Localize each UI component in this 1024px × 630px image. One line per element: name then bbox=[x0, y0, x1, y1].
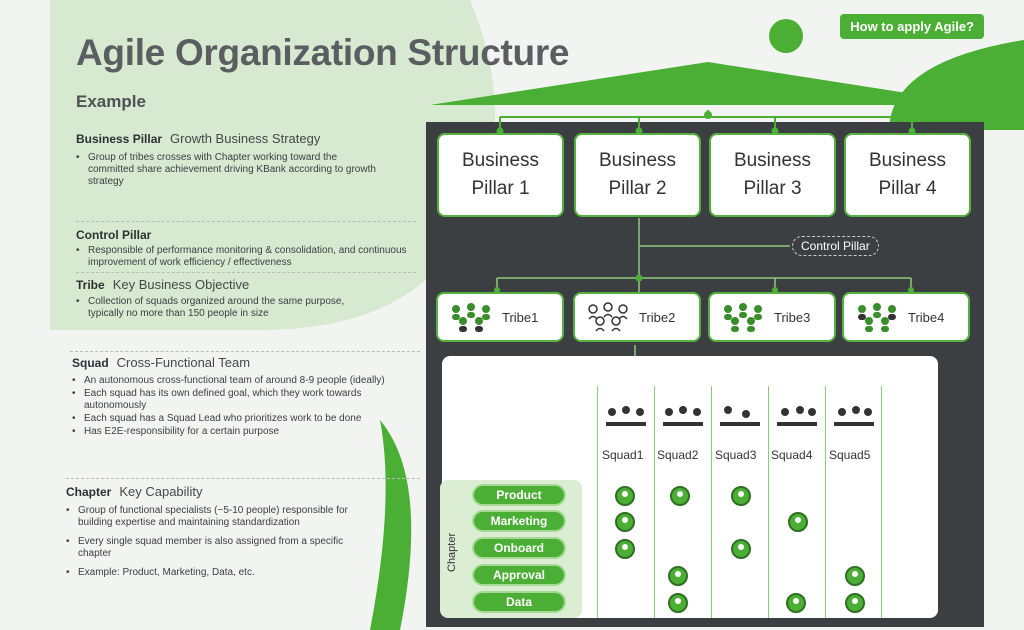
bullet: Each squad has its own defined goal, whi… bbox=[72, 388, 417, 412]
member-avatar-icon bbox=[731, 539, 751, 559]
section-chapter: Chapter Key Capability Group of functiona… bbox=[66, 484, 366, 580]
team-icon bbox=[588, 302, 628, 332]
bullet: Example: Product, Marketing, Data, etc. bbox=[66, 567, 356, 579]
section-title: Tribe bbox=[76, 278, 105, 292]
member-avatar-icon bbox=[668, 566, 688, 586]
pillar-label: Business bbox=[461, 150, 540, 171]
member-avatar-icon bbox=[668, 593, 688, 613]
tribe-2-card: Tribe2 bbox=[573, 292, 701, 342]
bullet: An autonomous cross-functional team of a… bbox=[72, 375, 417, 387]
squad-meeting-icons bbox=[606, 406, 874, 426]
member-avatar-icon bbox=[670, 486, 690, 506]
pillar-label: Business bbox=[598, 150, 677, 171]
squad-1-column bbox=[597, 386, 654, 618]
chapter-data: Data bbox=[472, 591, 566, 613]
chapter-vertical-label: Chapter bbox=[446, 532, 458, 572]
how-to-apply-agile-button[interactable]: How to apply Agile? bbox=[840, 14, 984, 39]
page-title: Agile Organization Structure bbox=[76, 32, 570, 73]
control-pillar-label: Control Pillar bbox=[792, 236, 879, 256]
member-avatar-icon bbox=[615, 512, 635, 532]
squad-5-column bbox=[825, 386, 882, 618]
team-icon bbox=[724, 303, 762, 332]
member-avatar-icon bbox=[788, 512, 808, 532]
member-avatar-icon bbox=[786, 593, 806, 613]
divider bbox=[76, 272, 416, 273]
squad-label: Squad4 bbox=[771, 448, 813, 462]
squad-label: Squad5 bbox=[829, 448, 871, 462]
bullet: Group of tribes crosses with Chapter wor… bbox=[76, 152, 376, 188]
section-title: Chapter bbox=[66, 485, 112, 499]
member-avatar-icon bbox=[845, 566, 865, 586]
pillar-label: Business bbox=[733, 150, 812, 171]
bullet: Every single squad member is also assign… bbox=[66, 536, 356, 560]
tribe-label: Tribe3 bbox=[774, 309, 811, 325]
pillar-label: Pillar 4 bbox=[878, 178, 937, 199]
section-subtitle: Key Capability bbox=[119, 484, 203, 499]
divider bbox=[76, 221, 416, 222]
tribe-3-card: Tribe3 bbox=[708, 292, 836, 342]
bullet: Collection of squads organized around th… bbox=[76, 296, 376, 320]
squad-label: Squad2 bbox=[657, 448, 699, 462]
section-control-pillar: Control Pillar Responsible of performanc… bbox=[76, 228, 421, 270]
squad-4-column bbox=[768, 386, 825, 618]
section-subtitle: Growth Business Strategy bbox=[170, 131, 321, 146]
member-avatar-icon bbox=[731, 486, 751, 506]
section-title: Business Pillar bbox=[76, 132, 163, 146]
divider bbox=[66, 478, 420, 479]
squad-label: Squad1 bbox=[602, 448, 644, 462]
tribe-1-card: Tribe1 bbox=[436, 292, 564, 342]
bullet: Each squad has a Squad Lead who prioriti… bbox=[72, 413, 417, 425]
tribe-label: Tribe1 bbox=[502, 309, 539, 325]
section-squad: Squad Cross-Functional Team An autonomous… bbox=[72, 355, 422, 439]
member-avatar-icon bbox=[845, 593, 865, 613]
roof-shape bbox=[430, 62, 984, 105]
chapter-onboard: Onboard bbox=[472, 537, 566, 559]
green-leaf-shape bbox=[370, 420, 412, 630]
section-subtitle: Key Business Objective bbox=[112, 277, 250, 292]
member-avatar-icon bbox=[615, 539, 635, 559]
bullet: Group of functional specialists (~5-10 p… bbox=[66, 505, 356, 529]
example-heading: Example bbox=[76, 92, 146, 111]
section-subtitle: Cross-Functional Team bbox=[116, 355, 251, 370]
tribe-label: Tribe2 bbox=[639, 309, 676, 325]
squad-label: Squad3 bbox=[715, 448, 757, 462]
tribe-4-card: Tribe4 bbox=[842, 292, 970, 342]
member-avatar-icon bbox=[615, 486, 635, 506]
green-corner-shape bbox=[890, 40, 1024, 130]
bullet: Responsible of performance monitoring & … bbox=[76, 245, 416, 269]
green-dot-shape bbox=[769, 19, 803, 53]
section-title: Control Pillar bbox=[76, 228, 152, 242]
team-icon bbox=[858, 303, 896, 332]
pillar-label: Pillar 3 bbox=[743, 178, 802, 199]
team-icon bbox=[452, 303, 490, 332]
section-title: Squad bbox=[72, 356, 109, 370]
section-tribe: Tribe Key Business Objective Collection o… bbox=[76, 277, 416, 321]
chapter-approval: Approval bbox=[472, 564, 566, 586]
divider bbox=[70, 351, 420, 352]
bullet: Has E2E-responsibility for a certain pur… bbox=[72, 426, 417, 438]
pillar-label: Pillar 2 bbox=[608, 178, 667, 199]
pillar-label: Business bbox=[868, 150, 947, 171]
squad-3-column bbox=[711, 386, 768, 618]
chapter-marketing: Marketing bbox=[472, 510, 566, 532]
squad-2-column bbox=[654, 386, 711, 618]
tribe-label: Tribe4 bbox=[908, 309, 945, 325]
pillar-label: Pillar 1 bbox=[471, 178, 530, 199]
chapter-product: Product bbox=[472, 484, 566, 506]
